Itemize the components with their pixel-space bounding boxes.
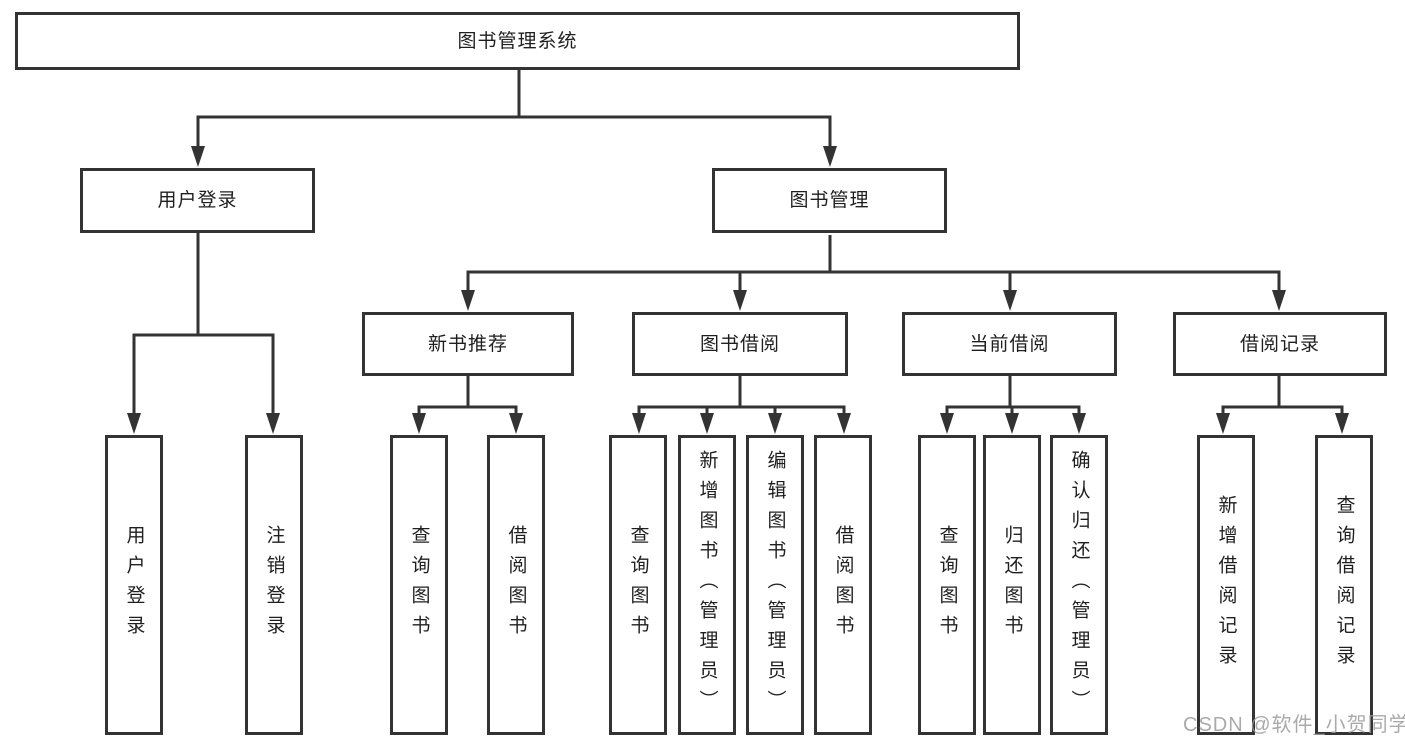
node-book-borrowing: 图书借阅 [632, 312, 848, 376]
leaf-add-borrow-record: 新增借阅记录 [1197, 435, 1255, 735]
leaf-edit-book-admin: 编辑图书（管理员） [746, 435, 804, 735]
leaf-confirm-return-admin: 确认归还（管理员） [1050, 435, 1108, 735]
node-new-book-recommend: 新书推荐 [362, 312, 574, 376]
leaf-add-book-admin: 新增图书（管理员） [678, 435, 736, 735]
leaf-borrow-books-borrowing: 借阅图书 [814, 435, 872, 735]
node-library-system: 图书管理系统 [15, 12, 1020, 70]
leaf-logout: 注销登录 [245, 435, 303, 735]
node-borrowing-records: 借阅记录 [1173, 312, 1387, 376]
leaf-user-login: 用户登录 [105, 435, 163, 735]
leaf-query-books-borrowing: 查询图书 [609, 435, 667, 735]
leaf-query-borrow-record: 查询借阅记录 [1315, 435, 1373, 735]
node-user-login: 用户登录 [80, 168, 315, 233]
node-book-management: 图书管理 [712, 168, 947, 233]
node-current-borrowing: 当前借阅 [902, 312, 1117, 376]
leaf-query-books-current: 查询图书 [918, 435, 976, 735]
leaf-query-books-recommend: 查询图书 [390, 435, 448, 735]
watermark: CSDN @软件_小贺同学 [1183, 714, 1405, 736]
leaf-borrow-books-recommend: 借阅图书 [487, 435, 545, 735]
leaf-return-books: 归还图书 [983, 435, 1041, 735]
